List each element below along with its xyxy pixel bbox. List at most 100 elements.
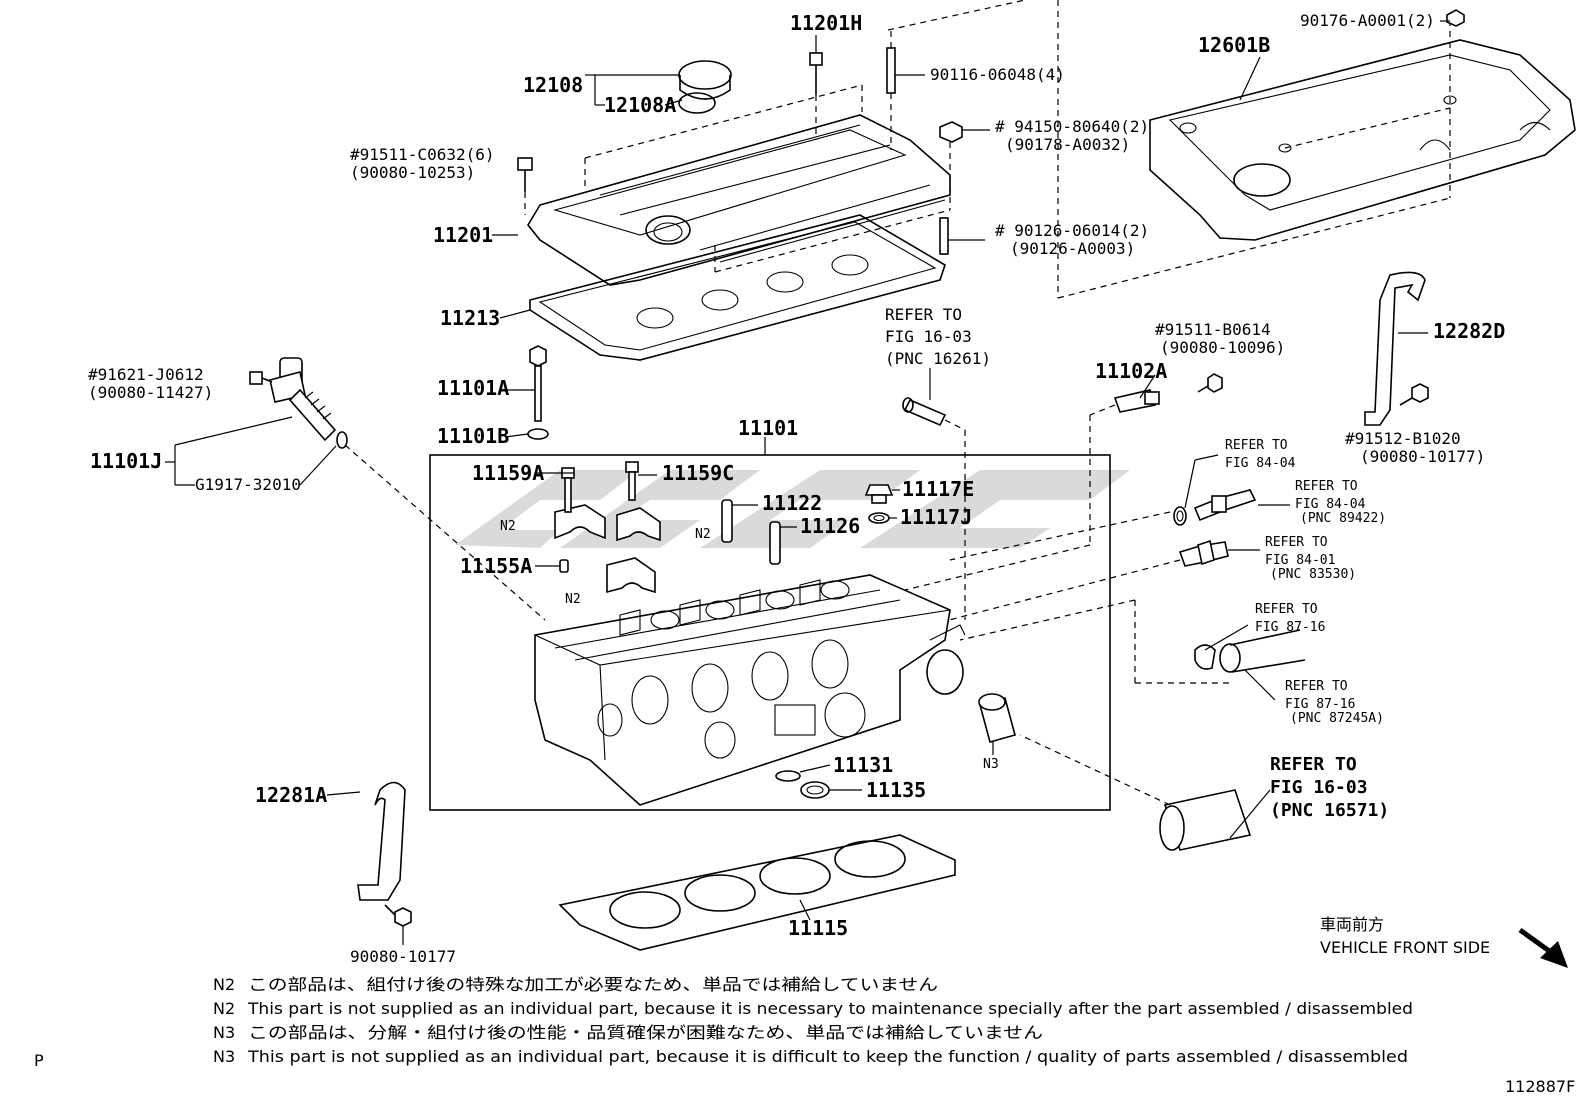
label-g1917[interactable]: G1917-32010 (195, 475, 301, 494)
label-90080-10177-b[interactable]: 90080-10177 (350, 947, 456, 966)
label-11159a[interactable]: 11159A (472, 461, 544, 485)
ref-84-01-line1[interactable]: REFER TO (1265, 535, 1328, 550)
engine-cover[interactable] (1149, 39, 1576, 241)
label-11155a[interactable]: 11155A (460, 554, 532, 578)
oil-control-valve[interactable] (269, 357, 348, 449)
gasket-11117j[interactable] (868, 512, 890, 524)
label-11135[interactable]: 11135 (866, 778, 926, 802)
label-n2-1: N2 (500, 519, 516, 534)
camshaft-bearing-cap-2[interactable] (616, 507, 661, 542)
label-91512[interactable]: #91512-B1020 (1345, 429, 1461, 448)
bolt-91512[interactable] (1399, 383, 1429, 406)
cylinder-head[interactable] (534, 574, 966, 806)
stud-90116[interactable] (886, 30, 896, 150)
label-90178[interactable]: (90178-A0032) (1005, 135, 1130, 154)
water-temp-sensor-ref (1193, 489, 1257, 522)
label-11115[interactable]: 11115 (788, 916, 848, 940)
label-11101[interactable]: 11101 (738, 416, 798, 440)
ref-87-16b-line3[interactable]: (PNC 87245A) (1290, 711, 1384, 726)
bolt-91621[interactable] (249, 371, 273, 385)
ref-16261-line3[interactable]: (PNC 16261) (885, 349, 991, 368)
ref-87-16a-line1[interactable]: REFER TO (1255, 602, 1318, 617)
label-90080-10253[interactable]: (90080-10253) (350, 163, 475, 182)
ref-84-04b-line2[interactable]: FIG 84-04 (1295, 497, 1366, 512)
ref-84-01-line2[interactable]: FIG 84-01 (1265, 553, 1335, 568)
bolt-91511-c0632[interactable] (517, 157, 533, 215)
label-91621[interactable]: #91621-J0612 (88, 365, 204, 384)
ref-84-04a-line1[interactable]: REFER TO (1225, 438, 1288, 453)
label-12108[interactable]: 12108 (523, 73, 583, 97)
cylinder-head-cover[interactable] (527, 114, 951, 286)
notes-block: N2 この部品は、組付け後の特殊な加工が必要なため、単品では補給していません N… (213, 975, 1413, 1066)
label-94150[interactable]: # 94150-80640(2) (995, 117, 1149, 136)
vehicle-front-indicator: 車両前方 VEHICLE FRONT SIDE (1320, 915, 1568, 968)
label-11101b[interactable]: 11101B (437, 424, 509, 448)
label-91511-b0614[interactable]: #91511-B0614 (1155, 320, 1271, 339)
ref-84-04b-line1[interactable]: REFER TO (1295, 479, 1358, 494)
ref-84-04b-line3[interactable]: (PNC 89422) (1300, 511, 1386, 526)
label-12601b[interactable]: 12601B (1198, 33, 1270, 57)
label-11122[interactable]: 11122 (762, 491, 822, 515)
label-90080-10177-a[interactable]: (90080-10177) (1360, 447, 1485, 466)
label-11102a[interactable]: 11102A (1095, 359, 1167, 383)
ref-84-04a-line2[interactable]: FIG 84-04 (1225, 456, 1296, 471)
ref-87-16a-line2[interactable]: FIG 87-16 (1255, 620, 1325, 635)
label-11201h[interactable]: 11201H (790, 11, 862, 35)
nut-94150[interactable] (939, 121, 963, 210)
figure-id: 112887F (1505, 1077, 1575, 1096)
oil-pressure-switch-ref (1178, 539, 1229, 567)
label-11101j[interactable]: 11101J (90, 449, 162, 473)
camshaft-bearing-cap-3[interactable] (606, 557, 656, 594)
ref-16571-line3[interactable]: (PNC 16571) (1270, 800, 1389, 821)
stud-90126[interactable] (939, 217, 949, 255)
label-11159c[interactable]: 11159C (662, 461, 734, 485)
ref-87-16b-line1[interactable]: REFER TO (1285, 679, 1348, 694)
cylinder-head-cover-gasket[interactable] (529, 214, 946, 361)
bolt-11201h[interactable] (809, 52, 823, 140)
guide-11122[interactable] (721, 499, 733, 543)
cylinder-head-bolt[interactable] (529, 345, 547, 422)
ref-87-16b-line2[interactable]: FIG 87-16 (1285, 697, 1355, 712)
plug-11135[interactable] (800, 781, 830, 799)
label-91511-c0632[interactable]: #91511-C0632(6) (350, 145, 495, 164)
label-12108a[interactable]: 12108A (604, 93, 676, 117)
guide-11126[interactable] (769, 521, 781, 565)
label-11117j[interactable]: 11117J (900, 505, 972, 529)
engine-hanger-12282d[interactable] (1364, 271, 1426, 426)
bolt-91511-b0614[interactable] (1197, 373, 1223, 393)
label-90116[interactable]: 90116-06048(4) (930, 65, 1065, 84)
ref-16261-line1[interactable]: REFER TO (885, 305, 962, 324)
bolt-11159c[interactable] (625, 461, 639, 501)
oil-seal-11131[interactable] (775, 770, 801, 782)
label-90126-a0003[interactable]: (90126-A0003) (1010, 239, 1135, 258)
plug-11117e[interactable] (864, 484, 894, 504)
camshaft-position-sensor[interactable] (1113, 389, 1160, 413)
ref-84-01-line3[interactable]: (PNC 83530) (1270, 567, 1356, 582)
plate-washer[interactable] (527, 428, 549, 440)
bolt-90080-10177[interactable] (384, 904, 412, 927)
nut-90176[interactable] (1446, 9, 1465, 27)
pin-11155a[interactable] (559, 559, 569, 573)
label-11117e[interactable]: 11117E (902, 477, 974, 501)
ref-16261-line2[interactable]: FIG 16-03 (885, 327, 972, 346)
cylinder-head-gasket[interactable] (558, 834, 956, 951)
label-12282d[interactable]: 12282D (1433, 319, 1505, 343)
label-90126[interactable]: # 90126-06014(2) (995, 221, 1149, 240)
ref-16571-line1[interactable]: REFER TO (1270, 754, 1357, 775)
note-text-1: この部品は、組付け後の特殊な加工が必要なため、単品では補給していません (248, 975, 938, 994)
plug-n3[interactable] (978, 693, 1016, 755)
oil-filler-cap[interactable] (678, 60, 732, 114)
label-11126[interactable]: 11126 (800, 514, 860, 538)
label-90080-11427[interactable]: (90080-11427) (88, 383, 213, 402)
camshaft-bearing-cap-1[interactable] (554, 504, 606, 540)
label-12281a[interactable]: 12281A (255, 783, 327, 807)
label-11201[interactable]: 11201 (433, 223, 493, 247)
ref-16571-line2[interactable]: FIG 16-03 (1270, 777, 1368, 798)
label-11101a[interactable]: 11101A (437, 376, 509, 400)
cylinder-head-detail-box (429, 454, 1111, 811)
label-90176[interactable]: 90176-A0001(2) (1300, 11, 1435, 30)
engine-hanger-12281a[interactable] (357, 781, 406, 901)
label-11131[interactable]: 11131 (833, 753, 893, 777)
label-11213[interactable]: 11213 (440, 306, 500, 330)
label-90080-10096[interactable]: (90080-10096) (1160, 338, 1285, 357)
